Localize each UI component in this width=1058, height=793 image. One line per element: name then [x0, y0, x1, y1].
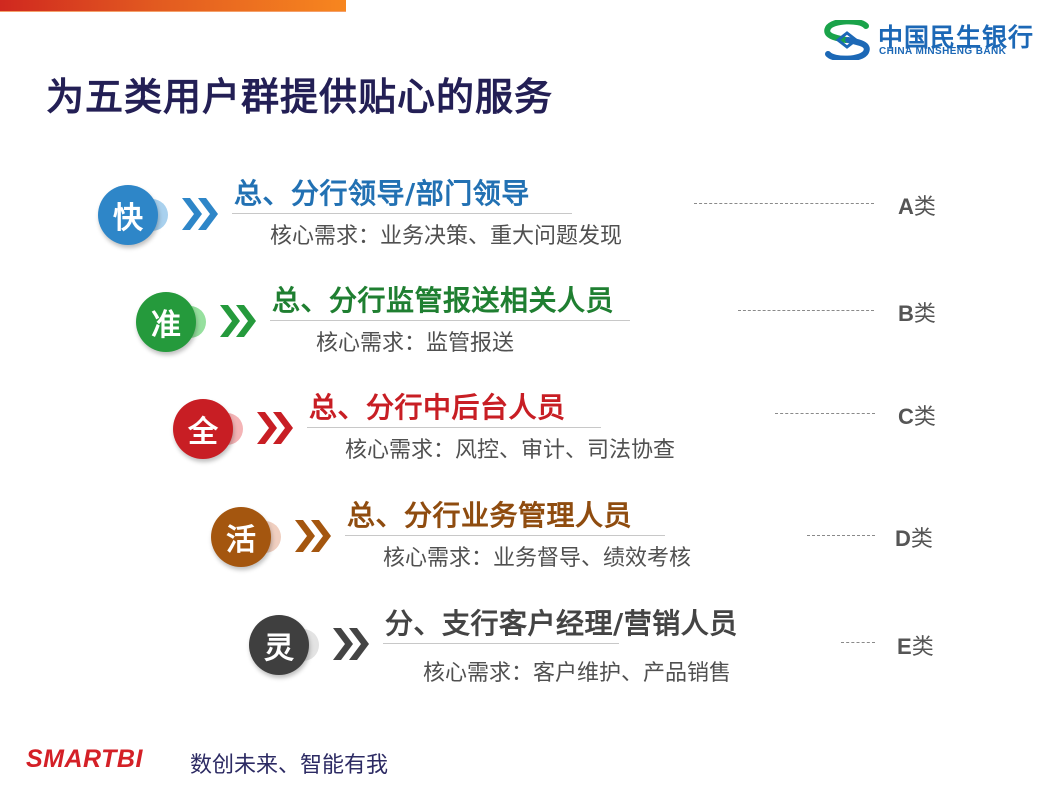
dotted-leader-line: [694, 203, 874, 204]
user-group-row-b: 准 总、分行监管报送相关人员 核心需求：监管报送 B类: [136, 279, 958, 369]
group-title: 分、支行客户经理/营销人员: [385, 607, 738, 640]
double-chevron-right-icon: [220, 305, 256, 337]
dotted-leader-line: [807, 535, 875, 536]
group-title: 总、分行监管报送相关人员: [272, 284, 615, 317]
double-chevron-right-icon: [295, 520, 331, 552]
dotted-leader-line: [841, 642, 875, 643]
logo-chinese-name: 中国民生银行: [878, 23, 1035, 52]
core-needs: 核心需求：业务督导、绩效考核: [383, 546, 692, 571]
class-label: E类: [897, 634, 934, 660]
group-title: 总、分行中后台人员: [309, 391, 566, 424]
class-label: A类: [898, 194, 936, 220]
core-needs: 核心需求：业务决策、重大问题发现: [270, 224, 623, 249]
group-title: 总、分行业务管理人员: [347, 499, 633, 532]
user-group-row-d: 活 总、分行业务管理人员 核心需求：业务督导、绩效考核 D类: [211, 494, 958, 584]
title-underline: [383, 643, 619, 644]
badge-group: 灵: [249, 615, 327, 677]
badge-group: 快: [98, 185, 176, 247]
page-title: 为五类用户群提供贴心的服务: [46, 75, 554, 119]
user-group-row-c: 全 总、分行中后台人员 核心需求：风控、审计、司法协查 C类: [173, 386, 958, 476]
core-needs: 核心需求：监管报送: [316, 331, 515, 356]
class-label: D类: [895, 526, 933, 552]
category-badge: 快: [98, 185, 158, 245]
class-label: C类: [898, 404, 936, 430]
category-badge: 全: [173, 399, 233, 459]
core-needs: 核心需求：风控、审计、司法协查: [345, 438, 676, 463]
category-badge: 准: [136, 292, 196, 352]
dotted-leader-line: [775, 413, 875, 414]
title-underline: [270, 320, 630, 321]
badge-group: 准: [136, 292, 214, 354]
user-group-row-a: 快 总、分行领导/部门领导 核心需求：业务决策、重大问题发现 A类: [98, 172, 958, 262]
category-badge: 活: [211, 507, 271, 567]
double-chevron-right-icon: [257, 412, 293, 444]
user-group-row-e: 灵 分、支行客户经理/营销人员 核心需求：客户维护、产品销售 E类: [249, 602, 958, 692]
title-underline: [232, 213, 572, 214]
bank-logo: 中国民生银行 CHINA MINSHENG BANK: [822, 18, 1048, 62]
logo-english-name: CHINA MINSHENG BANK: [879, 46, 1007, 57]
badge-group: 全: [173, 399, 251, 461]
group-title: 总、分行领导/部门领导: [234, 177, 530, 210]
footer-slogan: 数创未来、智能有我: [190, 753, 389, 778]
double-chevron-right-icon: [333, 628, 369, 660]
dotted-leader-line: [738, 310, 874, 311]
top-accent-bar: [0, 0, 346, 12]
smartbi-logo: SMARTBI: [26, 745, 143, 773]
core-needs: 核心需求：客户维护、产品销售: [423, 661, 732, 686]
minsheng-logo-icon: [824, 20, 870, 60]
category-badge: 灵: [249, 615, 309, 675]
title-underline: [307, 427, 601, 428]
badge-group: 活: [211, 507, 289, 569]
double-chevron-right-icon: [182, 198, 218, 230]
class-label: B类: [898, 301, 936, 327]
title-underline: [345, 535, 665, 536]
